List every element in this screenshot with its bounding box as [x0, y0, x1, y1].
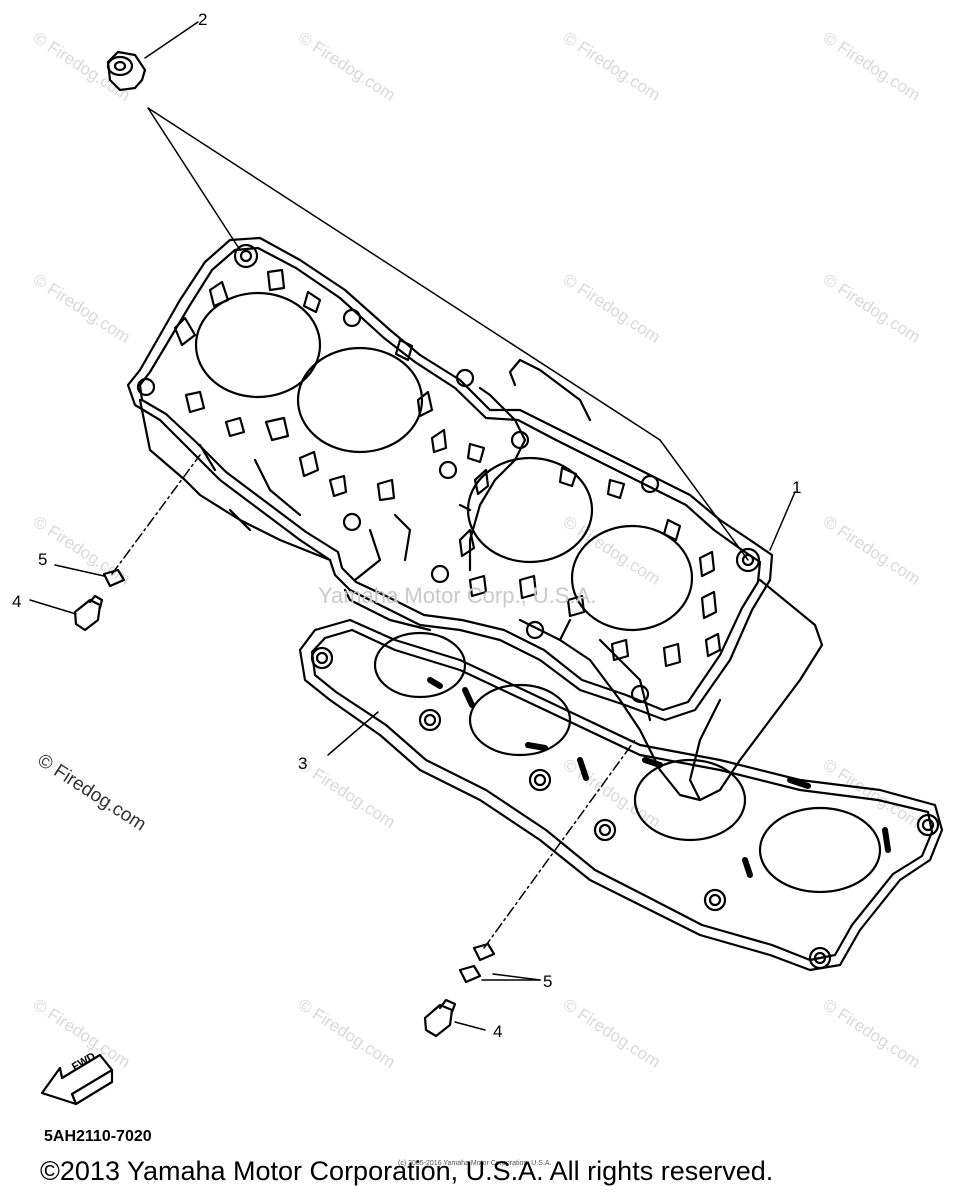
fwd-arrow-icon	[40, 1053, 114, 1106]
callout-2: 2	[198, 10, 208, 29]
callout-4-left: 4	[12, 592, 22, 611]
dowel-pin	[106, 50, 147, 92]
small-credit: (c) 2005-2016 Yamaha Motor Corporation, …	[398, 1160, 552, 1167]
copyright-notice: ©2013 Yamaha Motor Corporation, U.S.A. A…	[40, 1156, 774, 1186]
cylinder-gasket	[298, 618, 944, 972]
centerlines	[111, 454, 636, 949]
callout-5-left: 5	[38, 550, 48, 569]
leader-lines	[29, 21, 796, 1031]
callout-3: 3	[298, 754, 308, 773]
cylinder-block	[126, 236, 824, 802]
part-number: 5AH2110-7020	[44, 1128, 152, 1145]
callout-1: 1	[792, 478, 802, 497]
washer-lower-2	[458, 964, 482, 984]
center-watermark: Yamaha Motor Corp., U.S.A.	[318, 583, 597, 608]
callout-5-lower: 5	[543, 972, 553, 991]
washer-lower-1	[472, 942, 496, 962]
bolt-upper-left	[73, 594, 104, 632]
callout-4-lower: 4	[493, 1022, 503, 1041]
bolt-lower	[423, 998, 457, 1038]
